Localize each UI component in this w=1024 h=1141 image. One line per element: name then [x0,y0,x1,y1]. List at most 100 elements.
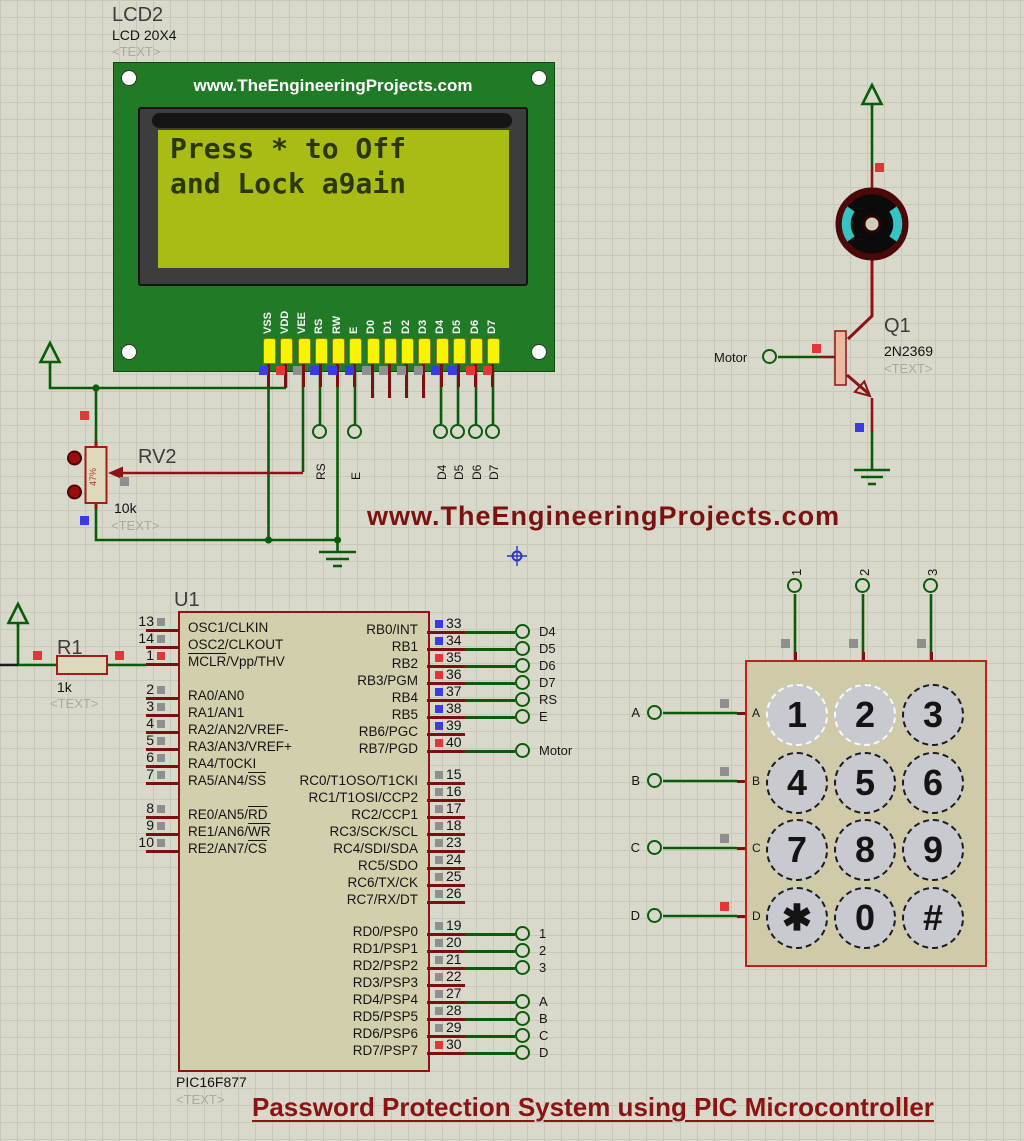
terminal-B[interactable] [515,1011,530,1026]
resistor-r1[interactable] [56,655,108,675]
lcd-pin-D0[interactable] [366,338,380,364]
terminal-E[interactable] [515,709,530,724]
mcu-pin-stub[interactable] [427,665,465,668]
mcu-pin-stub[interactable] [427,901,465,904]
keypad-key-2[interactable]: 2 [834,684,896,746]
keypad-key-✱[interactable]: ✱ [766,887,828,949]
terminal-RS[interactable] [515,692,530,707]
lcd-pin-RS[interactable] [314,338,328,364]
terminal-RS[interactable] [312,424,327,439]
terminal-1[interactable] [515,926,530,941]
keypad-col-terminal[interactable] [787,578,802,593]
terminal-3[interactable] [515,960,530,975]
keypad-key-9[interactable]: 9 [902,819,964,881]
keypad-row-terminal[interactable] [647,705,662,720]
mcu-pin-stub[interactable] [146,731,179,734]
mcu-pin-stub[interactable] [146,833,179,836]
mcu-pin-stub[interactable] [427,850,465,853]
pin-state-indicator [435,839,443,847]
mcu-pin-stub[interactable] [427,984,465,987]
keypad-row-terminal[interactable] [647,840,662,855]
mcu-pin-stub[interactable] [146,816,179,819]
mcu-pin-stub[interactable] [146,629,179,632]
mcu-pin-stub[interactable] [427,799,465,802]
keypad-key-3[interactable]: 3 [902,684,964,746]
mcu-pin-stub[interactable] [427,682,465,685]
mcu-pin-stub[interactable] [427,884,465,887]
mcu-pin-stub[interactable] [427,950,465,953]
mcu-pin-stub[interactable] [427,967,465,970]
terminal-D4[interactable] [515,624,530,639]
mcu-pin-stub[interactable] [427,716,465,719]
mcu-pin-stub[interactable] [427,699,465,702]
terminal-D6[interactable] [515,658,530,673]
keypad-row-terminal[interactable] [647,773,662,788]
terminal-E[interactable] [347,424,362,439]
transistor-q1[interactable] [820,256,874,432]
mcu-pin-stub[interactable] [427,648,465,651]
keypad-key-0[interactable]: 0 [834,887,896,949]
mcu-pin-stub[interactable] [427,816,465,819]
mcu-pin-stub[interactable] [427,933,465,936]
terminal-D7[interactable] [515,675,530,690]
terminal-D5[interactable] [450,424,465,439]
mcu-pin-stub[interactable] [427,1001,465,1004]
terminal-D[interactable] [515,1045,530,1060]
mcu-pin-stub[interactable] [146,646,179,649]
lcd-pin-D3[interactable] [418,338,432,364]
terminal-D6[interactable] [468,424,483,439]
lcd-pin-RW[interactable] [332,338,345,364]
terminal-D5[interactable] [515,641,530,656]
terminal-D4[interactable] [433,424,448,439]
mcu-pin-stub[interactable] [427,750,465,753]
mcu-pin-stub[interactable] [427,867,465,870]
keypad-key-6[interactable]: 6 [902,752,964,814]
keypad-key-8[interactable]: 8 [834,819,896,881]
lcd-pin-VEE[interactable] [297,338,311,364]
mcu-body[interactable] [178,611,430,1072]
mcu-pin-stub[interactable] [427,1018,465,1021]
lcd-pin-E[interactable] [349,338,363,364]
pin-state-indicator [875,163,884,172]
terminal-label: C [539,1028,549,1043]
keypad-key-7[interactable]: 7 [766,819,828,881]
lcd-pin-D6[interactable] [470,338,483,364]
mcu-pin-stub[interactable] [427,733,465,736]
lcd-pin-D4[interactable] [435,338,449,364]
mcu-pin-stub[interactable] [427,782,465,785]
keypad-key-1[interactable]: 1 [766,684,828,746]
lcd-pin-VDD[interactable] [280,338,294,364]
terminal-2[interactable] [515,943,530,958]
motor-base-terminal[interactable] [762,349,777,364]
keypad-col-terminal[interactable] [855,578,870,593]
terminal-C[interactable] [515,1028,530,1043]
mcu-pin-stub[interactable] [146,663,179,666]
net-wire [465,1052,515,1055]
keypad-col-terminal[interactable] [923,578,938,593]
motor-icon[interactable] [835,166,909,261]
terminal-A[interactable] [515,994,530,1009]
lcd-pin-D5[interactable] [452,338,466,364]
mcu-pin-stub[interactable] [146,697,179,700]
mcu-pin-stub[interactable] [146,850,179,853]
lcd-pin-D7[interactable] [487,338,501,364]
keypad-row-terminal[interactable] [647,908,662,923]
mcu-pin-stub[interactable] [427,1035,465,1038]
keypad-key-5[interactable]: 5 [834,752,896,814]
keypad-key-#[interactable]: # [902,887,964,949]
mcu-pin-stub[interactable] [146,748,179,751]
lcd-ref-label: LCD2 [112,4,164,26]
mcu-pin-stub[interactable] [146,714,179,717]
terminal-Motor[interactable] [515,743,530,758]
lcd-pin-D2[interactable] [401,338,414,364]
lcd-pin-VSS[interactable] [263,338,276,364]
mcu-pin-stub[interactable] [146,782,179,785]
mcu-pin-stub[interactable] [427,631,465,634]
keypad-key-4[interactable]: 4 [766,752,828,814]
lcd-pin-D1[interactable] [383,338,397,364]
mcu-pin-stub[interactable] [427,1052,465,1055]
potentiometer[interactable]: 47% [67,441,303,509]
mcu-pin-stub[interactable] [146,765,179,768]
terminal-D7[interactable] [485,424,500,439]
mcu-pin-stub[interactable] [427,833,465,836]
